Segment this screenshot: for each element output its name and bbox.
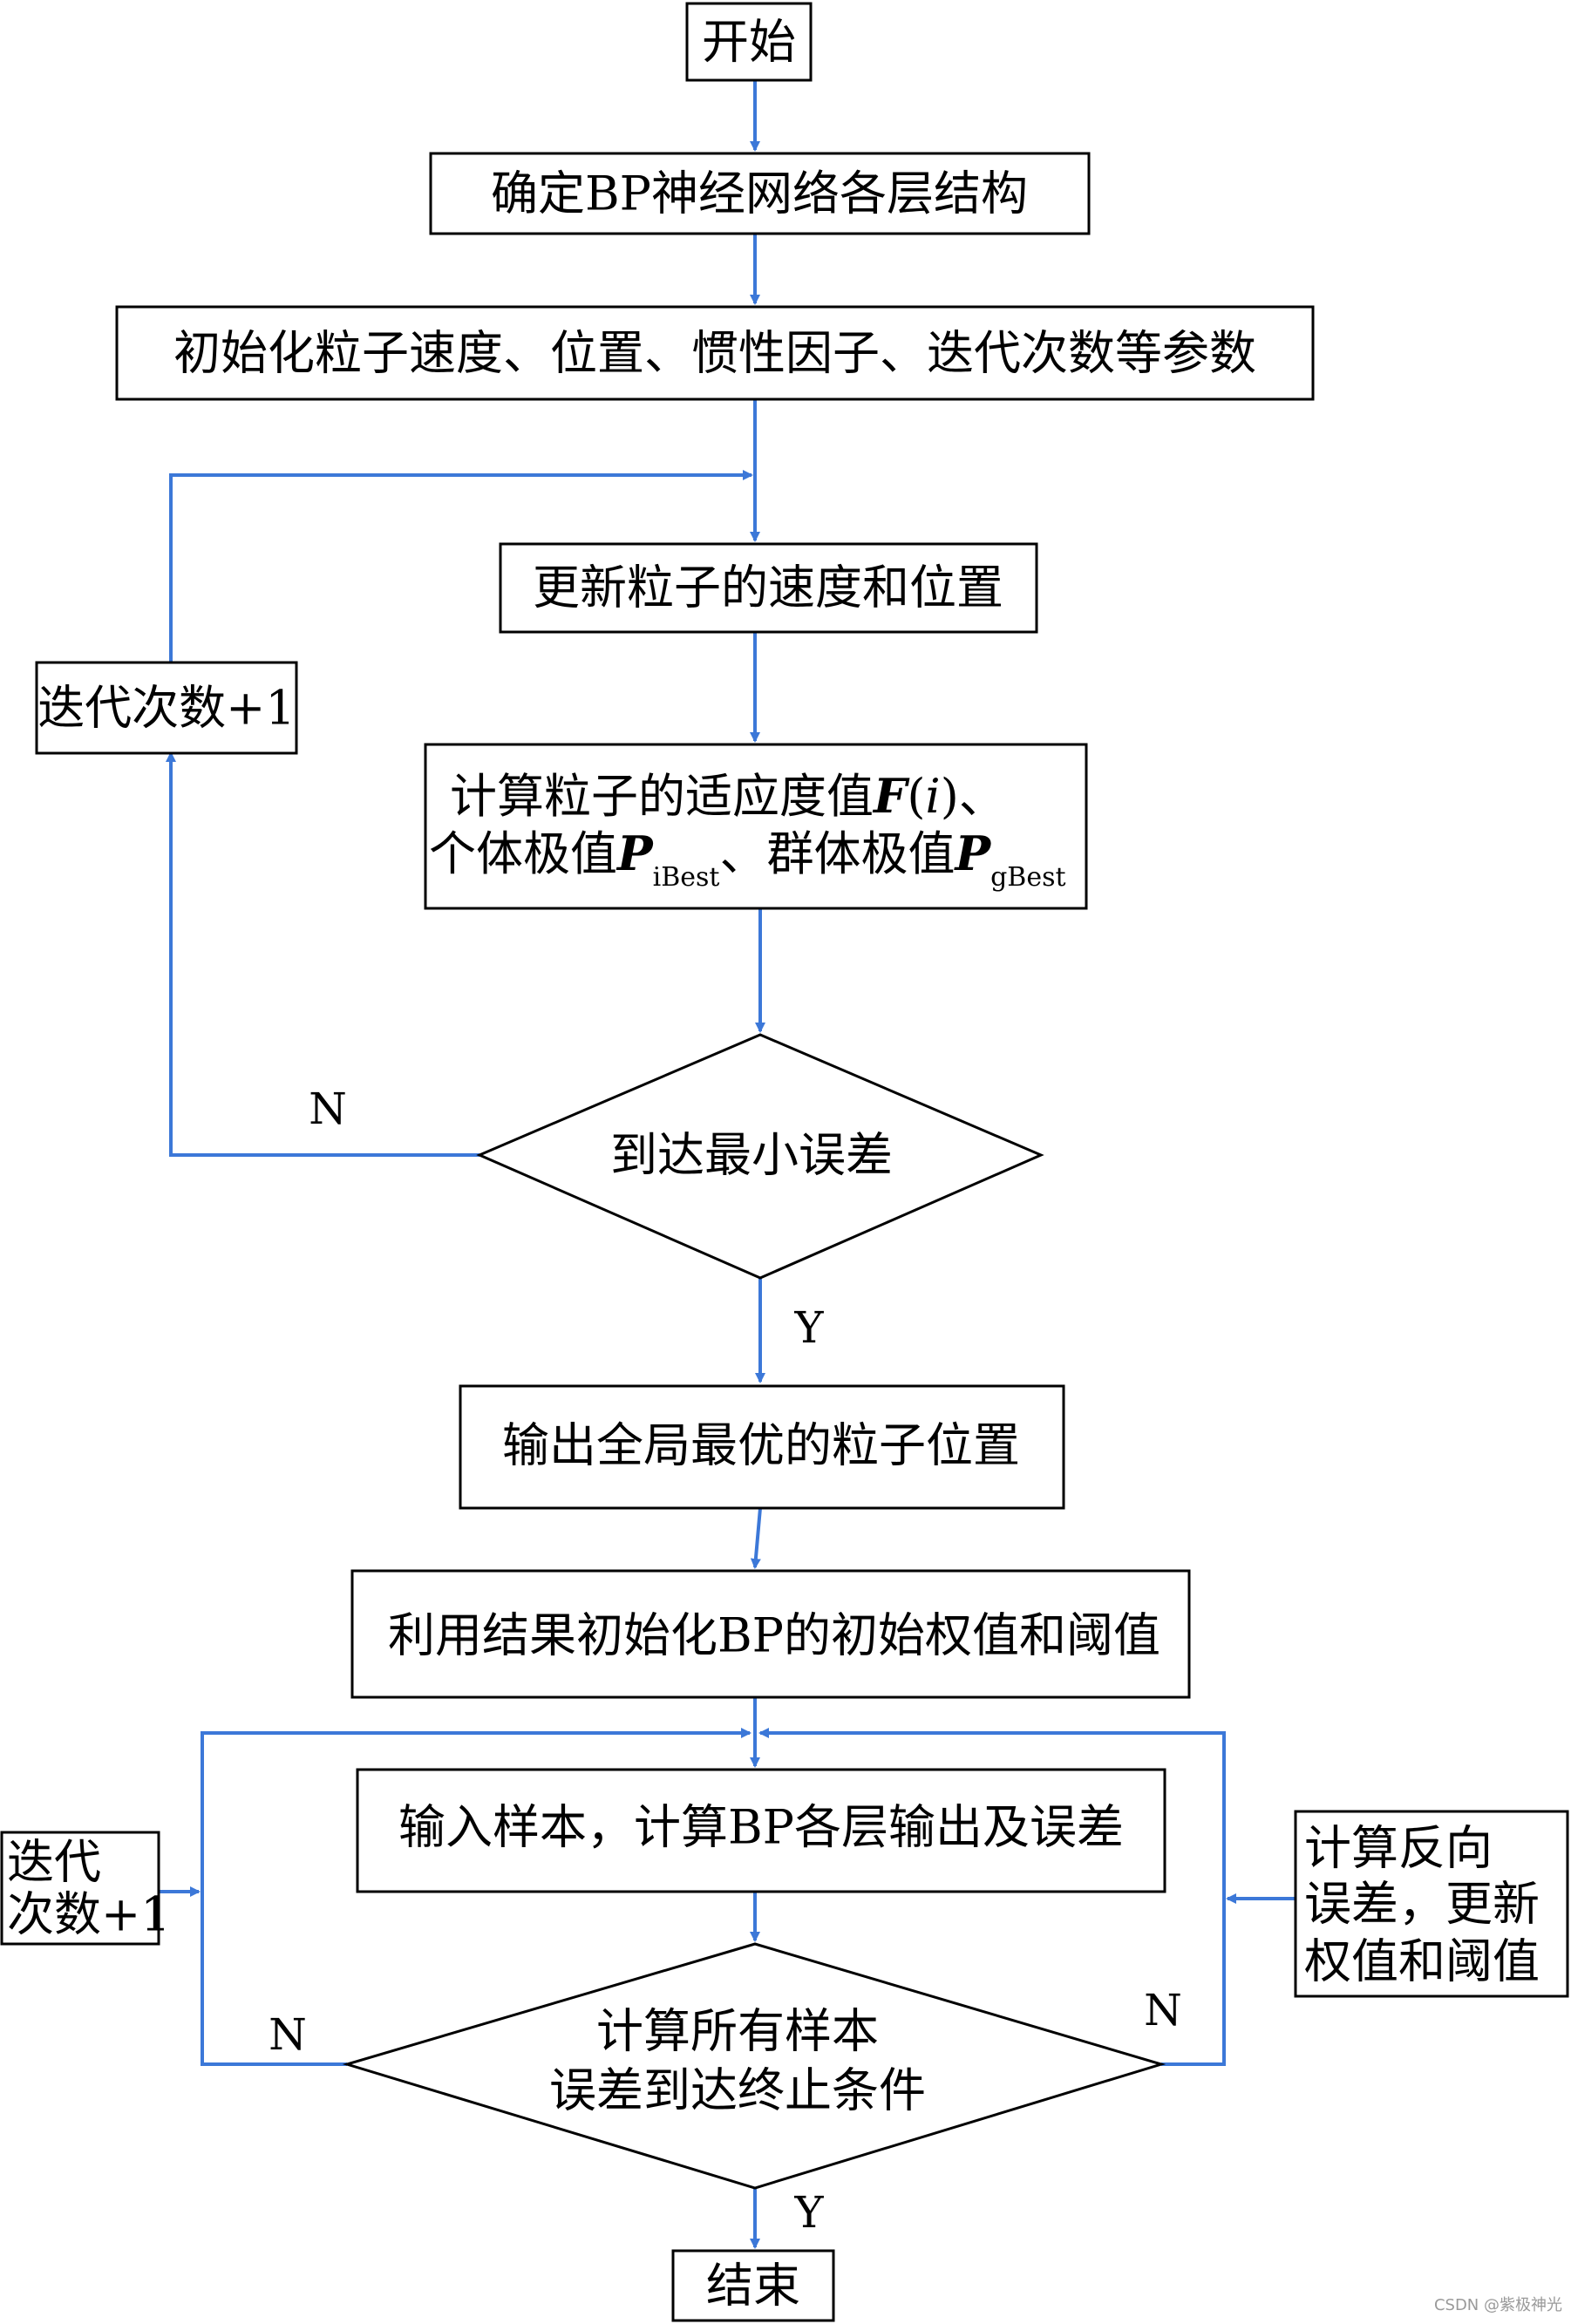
node-output-best: 输出全局最优的粒子位置 — [459, 1384, 1065, 1510]
edge-label-n1: N — [309, 1084, 347, 1134]
condition-line1: 计算所有样本 — [596, 2004, 879, 2059]
node-fitness: 计算粒子的适应度值F(i)、 个体极值PiBest、群体极值PgBest — [424, 743, 1088, 910]
iter2-line2: 次数+1 — [7, 1887, 171, 1942]
iter1-label: 迭代次数+1 — [37, 681, 296, 736]
watermark: CSDN @紫极神光 — [1434, 2296, 1562, 2314]
node-iter1: 迭代次数+1 — [35, 661, 298, 755]
input-samples-label: 输入样本，计算BP各层输出及误差 — [398, 1800, 1124, 1855]
node-condition: 计算所有样本 误差到达终止条件 — [342, 1942, 1166, 2190]
fitness-line2-text: 个体极值 — [429, 826, 617, 881]
node-end: 结束 — [671, 2249, 835, 2322]
edge-label-y2: Y — [793, 2187, 824, 2238]
init-params-label: 初始化粒子速度、位置、惯性因子、迭代次数等参数 — [173, 326, 1256, 381]
layers-label: 确定BP神经网络各层结构 — [491, 166, 1028, 221]
node-iter2: 迭代 次数+1 — [0, 1831, 171, 1946]
init-bp-label: 利用结果初始化BP的初始权值和阈值 — [388, 1608, 1160, 1663]
iter2-line1: 迭代 — [7, 1835, 101, 1890]
fitness-line2-mid: 、群体极值 — [719, 826, 955, 881]
fitness-line1-text: 计算粒子的适应度值 — [450, 769, 874, 824]
end-label: 结束 — [706, 2259, 800, 2314]
node-layers: 确定BP神经网络各层结构 — [429, 152, 1091, 235]
edge-iter-to-update — [169, 470, 753, 663]
fitness-paren-open: ( — [907, 769, 925, 824]
node-backprop: 计算反向 误差，更新 权值和阈值 — [1294, 1810, 1569, 1998]
update-label: 更新粒子的速度和位置 — [533, 561, 1003, 615]
node-min-error: 到达最小误差 — [476, 1033, 1044, 1280]
edge-label-n-left: N — [269, 2009, 307, 2060]
start-label: 开始 — [702, 15, 796, 70]
node-init-params: 初始化粒子速度、位置、惯性因子、迭代次数等参数 — [115, 305, 1315, 401]
backprop-line2: 误差，更新 — [1304, 1877, 1540, 1932]
node-start: 开始 — [685, 2, 813, 82]
edge-cond-no-right — [758, 1728, 1226, 2066]
fitness-line1: 计算粒子的适应度值F(i)、 — [450, 768, 1006, 824]
edge-label-n-right: N — [1144, 1985, 1182, 2035]
output-best-label: 输出全局最优的粒子位置 — [502, 1418, 1020, 1473]
condition-line2: 误差到达终止条件 — [549, 2063, 926, 2118]
fitness-line2: 个体极值PiBest、群体极值PgBest — [429, 826, 1066, 893]
fitness-F: F — [872, 768, 910, 824]
fitness-sub-gbest: gBest — [990, 862, 1065, 893]
fitness-P2: P — [953, 826, 991, 881]
edge-output-to-initbp — [750, 1507, 762, 1569]
node-update: 更新粒子的速度和位置 — [499, 542, 1038, 634]
edge-cond-no-left — [201, 1728, 751, 2066]
edge-label-y1: Y — [793, 1302, 824, 1353]
backprop-line3: 权值和阈值 — [1304, 1934, 1540, 1989]
fitness-paren-close: )、 — [941, 769, 1006, 824]
min-error-label: 到达最小误差 — [610, 1128, 893, 1183]
fitness-sub-ibest: iBest — [653, 862, 720, 893]
fitness-i: i — [925, 769, 940, 824]
backprop-line1: 计算反向 — [1304, 1821, 1493, 1876]
node-input-samples: 输入样本，计算BP各层输出及误差 — [356, 1768, 1166, 1893]
edge-diamond1-no-to-iter — [166, 751, 479, 1157]
fitness-P1: P — [615, 826, 654, 881]
node-init-bp: 利用结果初始化BP的初始权值和阈值 — [350, 1569, 1191, 1699]
connectors — [157, 80, 1296, 2249]
